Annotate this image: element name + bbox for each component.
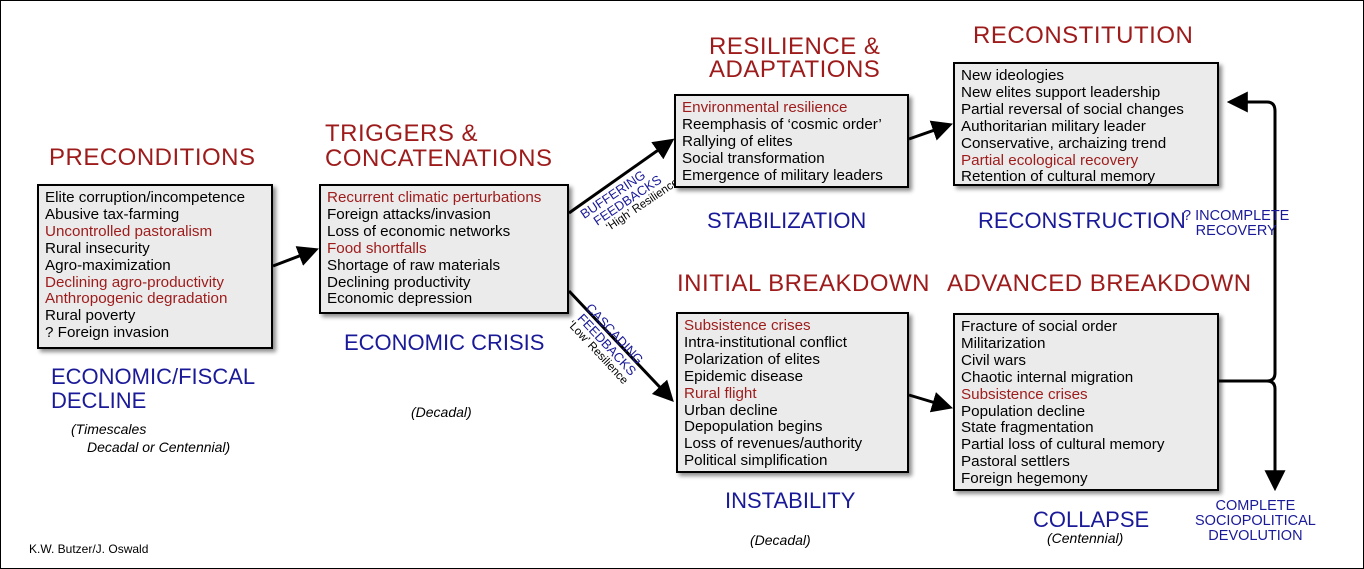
list-item: Abusive tax-farming (45, 205, 180, 223)
resilience-phase: STABILIZATION (707, 208, 867, 233)
list-item: Rural insecurity (45, 239, 150, 257)
list-item: Fracture of social order (961, 318, 1118, 335)
list-item: Epidemic disease (684, 367, 804, 385)
list-item: Authoritarian military leader (961, 117, 1146, 135)
list-item: Pastoral settlers (961, 453, 1070, 471)
incomplete-recovery-line2: RECOVERY (1195, 223, 1277, 239)
arrow-triggers-to-resilience (568, 138, 675, 215)
list-item: Subsistence crises (961, 385, 1088, 403)
list-item: Civil wars (961, 351, 1026, 369)
list-item: Retention of cultural memory (961, 168, 1156, 186)
list-item: Rallying of elites (682, 132, 793, 150)
list-item: Environmental resilience (682, 99, 848, 116)
arrow-triggers-to-initial-breakdown (567, 289, 674, 403)
list-item: Shortage of raw materials (327, 256, 501, 274)
initial-breakdown-timescale: (Decadal) (750, 532, 811, 548)
list-item: Social transformation (682, 149, 825, 167)
preconditions-phase-line1: ECONOMIC/FISCAL (51, 364, 256, 389)
list-item: Elite corruption/incompetence (45, 189, 246, 206)
list-item: Foreign hegemony (961, 470, 1088, 488)
incomplete-recovery-label: ? INCOMPLETE RECOVERY (1183, 209, 1289, 239)
list-item: New elites support leadership (961, 83, 1161, 101)
list-item: Depopulation begins (684, 418, 823, 436)
complete-devolution-line2: SOCIOPOLITICAL (1195, 513, 1316, 529)
list-item: State fragmentation (961, 419, 1094, 437)
initial-breakdown-phase: INSTABILITY (725, 488, 856, 513)
list-item: New ideologies (961, 67, 1064, 84)
list-item: Subsistence crises (684, 317, 811, 334)
list-item: Political simplification (684, 452, 828, 470)
list-item: Rural flight (684, 384, 757, 402)
list-item: Food shortfalls (327, 239, 427, 257)
complete-devolution-line1: COMPLETE (1215, 498, 1296, 514)
list-item: ? Foreign invasion (45, 324, 170, 342)
reconstitution-heading: RECONSTITUTION (973, 22, 1194, 49)
list-item: Declining productivity (327, 273, 471, 291)
list-item: Recurrent climatic perturbations (327, 189, 542, 206)
resilience-heading-line2: ADAPTATIONS (709, 56, 881, 83)
arrow-preconditions-to-triggers (272, 246, 319, 268)
incomplete-recovery-line1: ? INCOMPLETE (1183, 208, 1290, 224)
triggers-timescale: (Decadal) (411, 404, 472, 420)
preconditions-phase-line2: DECLINE (51, 388, 147, 413)
list-item: Population decline (961, 402, 1086, 420)
list-item: Declining agro-productivity (45, 273, 224, 291)
arrow-initial-to-advanced-breakdown (908, 392, 954, 413)
list-item: Conservative, archaizing trend (961, 134, 1167, 152)
list-item: Economic depression (327, 290, 473, 308)
arrow-complete-devolution (1219, 379, 1286, 492)
preconditions-timescale-line1: (Timescales (71, 421, 147, 437)
list-item: Partial reversal of social changes (961, 100, 1184, 118)
reconstitution-phase: RECONSTRUCTION (978, 208, 1186, 233)
advanced-breakdown-phase: COLLAPSE (1033, 507, 1150, 532)
arrow-incomplete-recovery (1219, 91, 1277, 383)
list-item: Chaotic internal migration (961, 368, 1134, 386)
author-credit: K.W. Butzer/J. Oswald (29, 542, 149, 556)
complete-devolution-line3: DEVOLUTION (1208, 528, 1303, 544)
list-item: Urban decline (684, 401, 778, 419)
list-item: Foreign attacks/invasion (327, 205, 491, 223)
list-item: Reemphasis of ‘cosmic order’ (682, 115, 882, 133)
preconditions-timescale-line2: Decadal or Centennial) (87, 439, 231, 455)
preconditions-heading: PRECONDITIONS (49, 144, 256, 171)
arrow-resilience-to-reconstitution (908, 120, 953, 141)
advanced-breakdown-heading: ADVANCED BREAKDOWN (947, 270, 1252, 297)
list-item: Partial loss of cultural memory (961, 436, 1165, 454)
list-item: Agro-maximization (45, 256, 171, 274)
triggers-heading-line1: TRIGGERS & (325, 120, 479, 147)
initial-breakdown-heading: INITIAL BREAKDOWN (677, 270, 930, 297)
list-item: Uncontrolled pastoralism (45, 222, 213, 240)
triggers-heading-line2: CONCATENATIONS (325, 145, 553, 172)
list-item: Partial ecological recovery (961, 151, 1139, 169)
advanced-breakdown-timescale: (Centennial) (1047, 530, 1124, 546)
list-item: Emergence of military leaders (682, 166, 883, 184)
list-item: Polarization of elites (684, 350, 820, 368)
complete-devolution-label: COMPLETE SOCIOPOLITICAL DEVOLUTION (1195, 499, 1316, 544)
list-item: Militarization (961, 334, 1046, 352)
triggers-phase: ECONOMIC CRISIS (344, 330, 545, 355)
list-item: Loss of economic networks (327, 222, 511, 240)
resilience-heading-line1: RESILIENCE & (709, 33, 881, 60)
list-item: Loss of revenues/authority (684, 435, 863, 453)
list-item: Anthropogenic degradation (45, 290, 228, 308)
list-item: Intra-institutional conflict (684, 333, 847, 351)
list-item: Rural poverty (45, 307, 136, 325)
